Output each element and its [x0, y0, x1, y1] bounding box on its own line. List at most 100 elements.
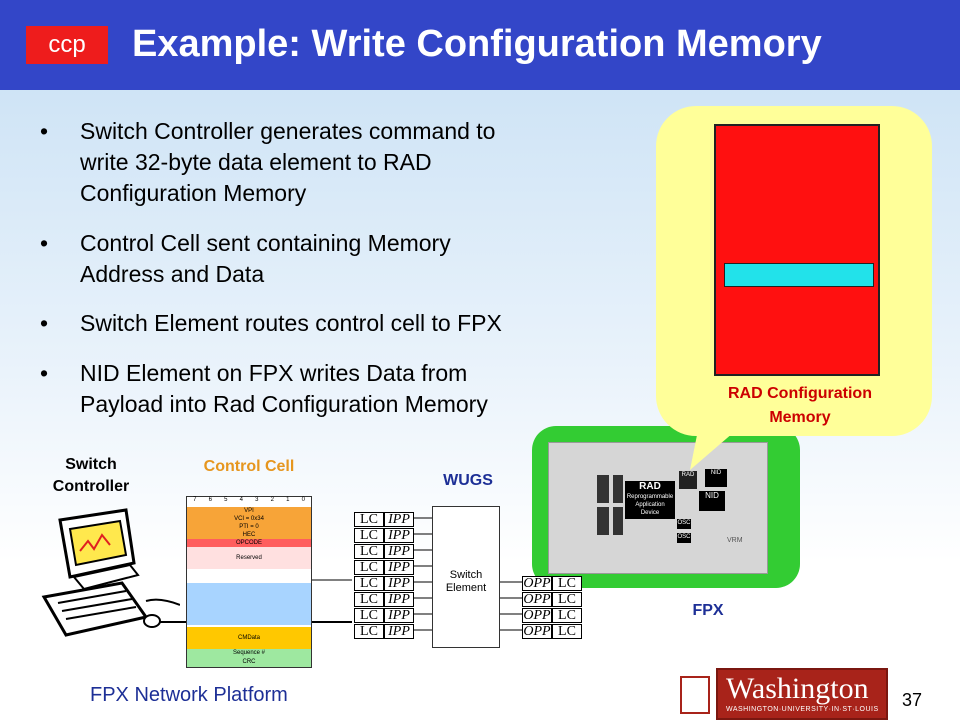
- opp-port-2: OPP: [522, 592, 552, 607]
- switch-controller-label-line-1: Switch: [65, 456, 117, 473]
- lc-out-port-2: LC: [552, 592, 582, 607]
- ipp-port-3: IPP: [384, 544, 414, 559]
- cmdata-field: CMData: [187, 627, 311, 649]
- vrm-label: VRM: [727, 537, 743, 544]
- sram-chip-1: [597, 475, 609, 503]
- bullet-marker: •: [40, 230, 49, 256]
- bit-6: 6: [208, 497, 212, 503]
- bit-header: 7 6 5 4 3 2 1 0: [187, 497, 311, 507]
- vci-field: VCI = 0x34: [234, 516, 264, 522]
- rad-configuration-memory-block: [714, 124, 880, 376]
- opp-port-4: OPP: [522, 624, 552, 639]
- washington-university-logo: Washington WASHINGTON·UNIVERSITY·IN·ST·L…: [680, 668, 888, 720]
- control-cell-format: 7 6 5 4 3 2 1 0 VPI VCI = 0x34 PTI = 0 H…: [186, 496, 312, 668]
- sram-chip-4: [613, 507, 623, 535]
- nid-chip: NID: [699, 491, 725, 511]
- lc-port-6: LC: [354, 592, 384, 607]
- osc-2-label: OSC: [677, 534, 691, 540]
- bit-1: 1: [286, 497, 290, 503]
- bullet-marker: •: [40, 360, 49, 386]
- osc-1-label: OSC: [677, 520, 691, 526]
- logo-wordmark: Washington: [726, 672, 869, 705]
- header-fields: VPI VCI = 0x34 PTI = 0 HEC: [187, 507, 311, 539]
- bullet-4-line-2: Payload into Rad Configuration Memory: [80, 391, 488, 417]
- ipp-port-5: IPP: [384, 576, 414, 591]
- switch-controller-label-line-2: Controller: [52, 478, 130, 495]
- lc-out-port-1: LC: [552, 576, 582, 591]
- switch-element-block: Switch Element: [432, 506, 500, 648]
- rad-chip-sub-2: Application: [635, 502, 665, 508]
- bit-7: 7: [193, 497, 197, 503]
- memory-data-strip: [724, 263, 874, 287]
- bullet-2-line-2: Address and Data: [80, 261, 265, 287]
- nid-eprom-label: NID: [710, 470, 722, 476]
- lc-out-port-4: LC: [552, 624, 582, 639]
- rad-memory-label-line-1: RAD Configuration: [728, 385, 872, 402]
- opp-port-1: OPP: [522, 576, 552, 591]
- rad-chip: RAD Reprogrammable Application Device: [625, 481, 675, 519]
- sequence-field: Sequence #: [187, 649, 311, 658]
- rad-chip-title: RAD: [639, 481, 661, 492]
- switch-element-label: Switch Element: [433, 569, 499, 595]
- ccp-badge: ccp: [26, 26, 108, 64]
- fpx-label: FPX: [692, 602, 724, 619]
- lc-port-1: LC: [354, 512, 384, 527]
- pti-field: PTI = 0: [239, 524, 259, 530]
- switch-controller-label: Switch Controller: [36, 454, 146, 498]
- bullet-1-line-3: Configuration Memory: [80, 180, 307, 206]
- switch-element-label-line-1: Switch: [449, 569, 483, 581]
- bit-0: 0: [301, 497, 305, 503]
- bullet-marker: •: [40, 118, 49, 144]
- ipp-port-1: IPP: [384, 512, 414, 527]
- bullet-3-line-1: Switch Element routes control cell to FP…: [80, 310, 502, 336]
- nid-eprom-chip: NID: [705, 469, 727, 487]
- slide-number: 37: [902, 690, 923, 710]
- computer-icon: [41, 508, 180, 637]
- fpx-board: RAD Reprogrammable Application Device NI…: [548, 442, 768, 574]
- rad-chip-sub-3: Device: [640, 510, 660, 516]
- sram-chip-2: [597, 507, 609, 535]
- university-shield-icon: [680, 676, 710, 714]
- rad-memory-label: RAD Configuration Memory: [690, 382, 910, 430]
- reserved-field: Reserved: [187, 547, 311, 569]
- osc-chip-2: OSC: [677, 533, 691, 543]
- sram-chip-3: [613, 475, 623, 503]
- bullet-marker: •: [40, 310, 49, 336]
- switch-element-label-line-2: Element: [445, 582, 487, 594]
- bit-2: 2: [270, 497, 274, 503]
- bullet-4-line-1: NID Element on FPX writes Data from: [80, 360, 468, 386]
- ipp-port-2: IPP: [384, 528, 414, 543]
- lc-port-7: LC: [354, 608, 384, 623]
- crc-field: CRC: [187, 658, 311, 667]
- bullet-1-line-1: Switch Controller generates command to: [80, 118, 496, 144]
- bit-3: 3: [255, 497, 259, 503]
- opcode-field: OPCODE: [187, 539, 311, 547]
- bit-5: 5: [224, 497, 228, 503]
- bullet-1-line-2: write 32-byte data element to RAD: [80, 149, 432, 175]
- title-bar: ccp Example: Write Configuration Memory: [0, 0, 960, 90]
- control-cell-label: Control Cell: [203, 458, 295, 475]
- lc-port-5: LC: [354, 576, 384, 591]
- nid-chip-title: NID: [705, 491, 719, 500]
- lc-port-3: LC: [354, 544, 384, 559]
- opp-port-3: OPP: [522, 608, 552, 623]
- ipp-port-7: IPP: [384, 608, 414, 623]
- rad-prog-fifo-chip: RAD: [679, 471, 697, 489]
- data-field: [187, 583, 311, 625]
- footer-title: FPX Network Platform: [90, 684, 288, 706]
- lc-port-4: LC: [354, 560, 384, 575]
- rad-chip-sub-1: Reprogrammable: [626, 494, 674, 500]
- rad-memory-label-line-2: Memory: [769, 409, 831, 426]
- wugs-label: WUGS: [443, 472, 493, 489]
- logo-subtext: WASHINGTON·UNIVERSITY·IN·ST·LOUIS: [726, 706, 879, 713]
- rad-prog-label: RAD: [681, 472, 695, 478]
- bit-4: 4: [239, 497, 243, 503]
- slide-title: Example: Write Configuration Memory: [132, 23, 822, 65]
- lc-port-2: LC: [354, 528, 384, 543]
- ipp-port-6: IPP: [384, 592, 414, 607]
- ipp-port-8: IPP: [384, 624, 414, 639]
- bullet-2-line-1: Control Cell sent containing Memory: [80, 230, 451, 256]
